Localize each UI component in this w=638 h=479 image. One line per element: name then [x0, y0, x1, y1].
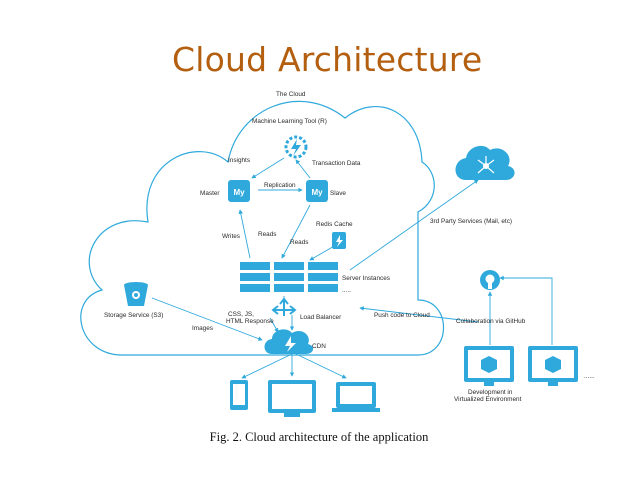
redis-cache-icon [332, 232, 346, 249]
reads-label: Reads [290, 239, 308, 246]
redis-cache-label: Redis Cache [316, 221, 353, 228]
phone-device-icon [230, 380, 248, 410]
cdn-cloud-icon [264, 329, 314, 354]
slide-title: Cloud Architecture [172, 40, 483, 79]
dev-env-label: Development in [468, 389, 513, 396]
server-instances-label: Server Instances [342, 275, 390, 282]
laptop-device-icon [332, 382, 380, 412]
third-party-label: 3rd Party Services (Mail, etc) [430, 218, 512, 225]
html-response-label: HTML Response [226, 318, 274, 325]
images-label: Images [192, 325, 213, 332]
ml-tool-label: Machine Learning Tool (R) [252, 118, 327, 125]
third-party-cloud-icon [455, 145, 515, 180]
storage-bucket-icon [124, 282, 148, 306]
dev-monitor-2-icon [528, 346, 578, 386]
server-instances-icon [240, 262, 338, 292]
ml-tool-icon [284, 135, 308, 159]
dev-ellipsis: ...... [584, 373, 595, 380]
replication-label: Replication [264, 182, 296, 189]
cloud-outline [80, 100, 445, 356]
dev-monitor-icon [464, 346, 514, 386]
desktop-device-icon [268, 380, 316, 417]
cdn-label: CDN [312, 343, 326, 350]
slave-db-glyph: My [311, 188, 323, 197]
transaction-data-label: Transaction Data [312, 160, 361, 167]
storage-service-label: Storage Service (S3) [104, 312, 163, 319]
push-code-label: Push code to Cloud [374, 312, 430, 319]
master-db-icon: My [228, 180, 250, 202]
insights-label: Insights [228, 157, 250, 164]
css-js-label: CSS, JS, [228, 311, 254, 318]
figure-caption: Fig. 2. Cloud architecture of the applic… [209, 430, 429, 444]
server-ellipsis: ..... [342, 287, 351, 294]
slave-db-icon: My [306, 180, 328, 202]
load-balancer-label: Load Balancer [300, 314, 342, 321]
reads-label: Reads [258, 231, 276, 238]
cloud-label: The Cloud [276, 91, 306, 98]
master-label: Master [200, 190, 220, 197]
master-db-glyph: My [233, 188, 245, 197]
collaboration-label: Collaboration via GitHub [456, 318, 526, 325]
github-icon [480, 270, 500, 290]
writes-label: Writes [222, 233, 240, 240]
load-balancer-icon [271, 297, 297, 316]
slave-label: Slave [330, 190, 346, 197]
dev-env-label: Virtualized Environment [454, 396, 522, 403]
